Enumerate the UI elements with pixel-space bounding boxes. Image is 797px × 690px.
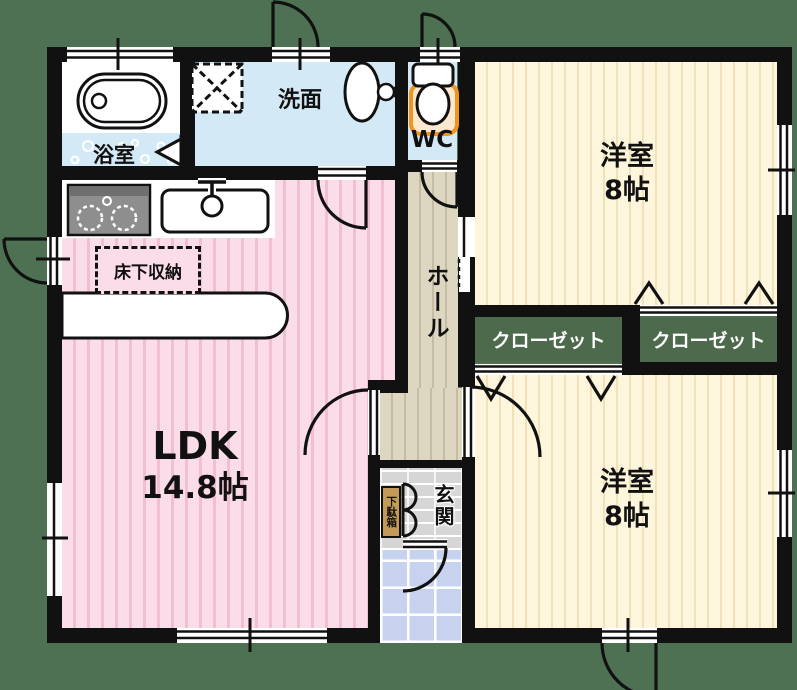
sliding-door-leaf <box>459 257 470 292</box>
wall <box>630 362 777 375</box>
wall <box>462 457 475 628</box>
bedroom-bottom-label: 洋室 8帖 <box>552 466 702 534</box>
wall <box>458 317 475 387</box>
bedroom-top-window <box>777 125 792 215</box>
bathroom-label: 浴室 <box>93 143 135 167</box>
wall <box>395 172 408 390</box>
closet-right-opening <box>640 305 777 316</box>
bedroom-top-size: 8帖 <box>604 174 650 206</box>
wall <box>368 455 380 628</box>
ldk-label: LDK 14.8帖 <box>105 424 285 507</box>
closet-left-opening <box>475 364 622 375</box>
ldk-size: 14.8帖 <box>141 469 249 506</box>
bedroom-bottom-exterior-door-opening <box>602 628 657 643</box>
bedroom-top-sliding-door-opening <box>458 217 475 257</box>
ldk-left-window <box>47 483 62 596</box>
entrance-porch <box>380 550 462 643</box>
entrance-step <box>378 460 462 468</box>
wall <box>458 305 640 317</box>
bedroom-bottom-door-opening <box>462 387 475 457</box>
bathroom-window <box>67 47 173 62</box>
washroom-label: 洗面 <box>277 88 322 113</box>
kitchen-counter-area <box>62 178 275 238</box>
toilet-door-opening <box>422 160 457 172</box>
kitchen-door-opening <box>47 237 62 285</box>
toilet-label: WC <box>410 127 454 153</box>
room-bathroom-tub-area <box>62 62 180 135</box>
hall-ldk-door-opening <box>368 390 380 455</box>
underfloor-storage: 床下収納 <box>95 246 201 294</box>
entrance-label: 玄関 <box>431 484 455 528</box>
ldk-bottom-window <box>177 628 327 643</box>
hall-label: ホール <box>422 264 448 342</box>
closet-right: クローゼット <box>640 317 777 362</box>
closet-left: クローゼット <box>475 317 622 362</box>
shoe-cabinet: 下駄箱 <box>381 486 401 538</box>
bedroom-bottom-window <box>777 450 792 537</box>
toilet-window-opening <box>420 47 460 62</box>
wall <box>180 62 195 168</box>
ldk-name: LDK <box>152 424 238 468</box>
underfloor-storage-label: 床下収納 <box>114 262 182 283</box>
ldk-door-opening <box>318 166 366 180</box>
room-hall-lower <box>380 388 462 468</box>
front-door-leaf <box>403 539 447 550</box>
bedroom-top-label: 洋室 8帖 <box>552 140 702 208</box>
closet-left-label: クローゼット <box>491 330 606 352</box>
washroom-back-door-opening <box>272 47 330 62</box>
bedroom-bottom-name: 洋室 <box>600 467 654 498</box>
room-washroom <box>195 62 400 166</box>
bedroom-bottom-size: 8帖 <box>604 500 650 532</box>
bedroom-top-name: 洋室 <box>600 141 654 172</box>
shoe-cabinet-label: 下駄箱 <box>385 496 398 528</box>
closet-right-label: クローゼット <box>651 330 766 352</box>
